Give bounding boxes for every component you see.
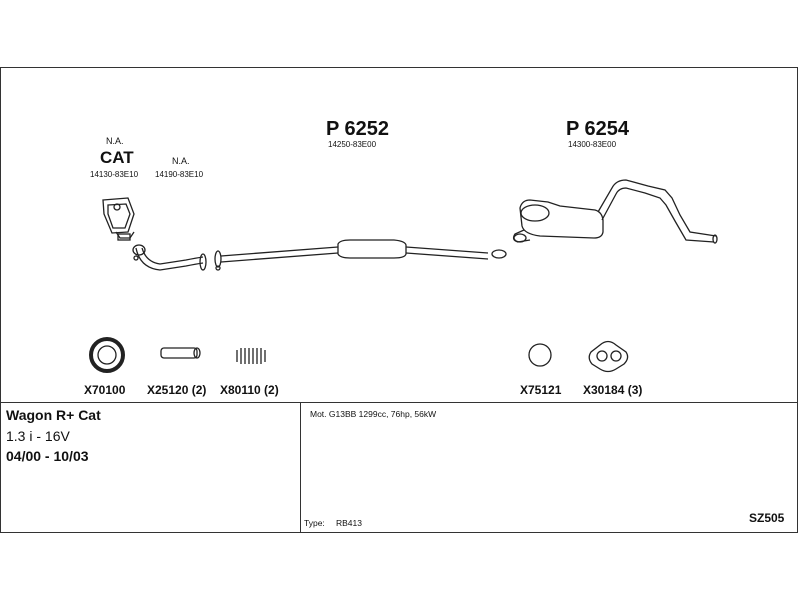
front-pipe [132,244,207,271]
fitting-label-x75121: X75121 [520,383,562,397]
center-pipe-part-number: P 6252 [326,118,390,140]
cat-na-label: N.A. [106,136,124,146]
vehicle-years: 04/00 - 10/03 [6,448,89,464]
center-pipe-ref: 14250-83E00 [328,140,377,149]
catalytic-converter [102,197,135,241]
motor-spec: Mot. G13BB 1299cc, 76hp, 56kW [310,409,437,419]
diagram-frame [0,67,798,533]
fitting-x80110 [236,348,266,364]
rear-muffler-part-number: P 6254 [566,118,630,140]
fitting-label-x70100: X70100 [84,383,126,397]
fitting-x75121 [528,343,552,367]
vehicle-engine: 1.3 i - 16V [6,428,70,444]
column-divider [300,402,301,533]
type-value: RB413 [336,518,362,528]
type-label: Type: [304,518,325,528]
rear-muffler [512,179,718,244]
center-pipe [214,239,507,271]
vehicle-model: Wagon R+ Cat [6,407,101,423]
fitting-label-x25120: X25120 (2) [147,383,207,397]
cat-label: CAT [100,148,134,167]
fitting-label-x30184: X30184 (3) [583,383,643,397]
front-pipe-na-label: N.A. [172,156,190,166]
fitting-x25120 [160,347,201,359]
section-divider [0,402,798,403]
rear-muffler-ref: 14300-83E00 [568,140,617,149]
front-pipe-ref: 14190-83E10 [155,170,204,179]
fitting-x70100 [89,337,125,373]
fitting-label-x80110: X80110 (2) [220,383,279,397]
fitting-x30184 [588,340,629,373]
cat-ref: 14130-83E10 [90,170,139,179]
system-code: SZ505 [749,511,785,525]
